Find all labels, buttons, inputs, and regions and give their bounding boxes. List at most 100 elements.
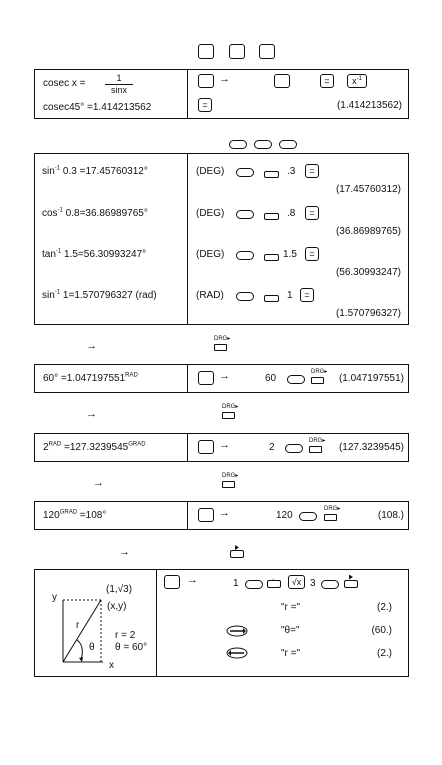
pill-key — [236, 292, 254, 301]
arrow-icon: → — [86, 408, 97, 420]
arrow-icon: → — [219, 73, 230, 85]
exchange-right-key-icon — [226, 625, 248, 637]
r-prompt: "r =" — [281, 602, 301, 613]
inv-sup: -1 — [55, 248, 62, 255]
inverse-trig-box — [34, 153, 409, 325]
key-blank — [198, 508, 214, 522]
pill-key-3 — [279, 140, 297, 149]
arrow-icon: → — [219, 507, 230, 519]
svg-text:,: , — [272, 574, 274, 582]
drg-key-icon: DRG▸ — [222, 473, 239, 488]
key-blank — [198, 74, 214, 88]
pill-key-1 — [229, 140, 247, 149]
r-label: r — [76, 620, 80, 631]
polar-key-icon — [230, 544, 245, 558]
equals-key: = — [320, 74, 334, 88]
inv-formula: 1=1.570796327 (rad) — [60, 290, 157, 301]
result-value: (36.86989765) — [335, 226, 401, 237]
drg-label: DRG▸ — [214, 336, 231, 342]
arrow-icon: → — [93, 477, 104, 489]
pill-key — [287, 375, 305, 384]
drg-label: DRG▸ — [222, 473, 239, 479]
theta-result: (60.) — [371, 625, 392, 636]
seq-1: 1 — [233, 578, 239, 589]
conv1-lhs: 60° =1.047197551 — [43, 373, 126, 384]
rect-key — [264, 254, 279, 261]
inv-formula: 1.5=56.30993247° — [61, 249, 147, 260]
conv2-input: 2 — [269, 442, 275, 453]
reciprocal-x: x — [352, 76, 357, 86]
equals-key: = — [300, 288, 314, 302]
axis-y-label: y — [52, 592, 57, 603]
conv1-result: (1.047197551) — [338, 373, 404, 384]
key-blank — [198, 371, 214, 385]
point-label-2: (x,y) — [107, 601, 127, 612]
inv-func: tan — [42, 249, 56, 260]
drg-label: DRG▸ — [309, 438, 326, 444]
result-value: (1.570796327) — [335, 308, 401, 319]
input-value: 1.5 — [283, 249, 297, 260]
pill-key — [236, 210, 254, 219]
conv3-lhs-b: =108° — [77, 510, 107, 521]
inv-sup: -1 — [54, 165, 61, 172]
pill-key-2 — [254, 140, 272, 149]
arrow-icon: → — [219, 439, 230, 451]
seq-2: 3 — [310, 578, 316, 589]
key-blank — [164, 575, 180, 589]
key-blank-3 — [259, 44, 275, 59]
conversion-box-1: 60° =1.047197551RAD → 60 DRG▸ (1.0471975… — [34, 364, 409, 393]
theta-value: θ = 60° — [115, 642, 148, 653]
cosec-fraction: 1 sinx — [105, 73, 133, 96]
pill-key — [285, 444, 303, 453]
polar-key-icon — [344, 574, 359, 588]
polar-box: y x r θ (1,√3) (x,y) r = 2 θ = 60° → 1 ,… — [34, 569, 409, 677]
conv1-input: 60 — [265, 373, 277, 384]
pill-key — [321, 580, 339, 589]
drg-key-icon: DRG▸ — [324, 506, 341, 521]
reciprocal-sup: -1 — [356, 76, 362, 82]
conv3-sup: GRAD — [59, 509, 78, 516]
polar-diagram — [62, 599, 103, 663]
equals-key: = — [305, 206, 319, 220]
key-blank-1 — [198, 44, 214, 59]
fraction-denominator: sinx — [110, 85, 127, 95]
result-value: (56.30993247) — [335, 267, 401, 278]
drg-label: DRG▸ — [324, 506, 341, 512]
drg-key-icon: DRG▸ — [309, 438, 326, 453]
reciprocal-key: x-1 — [347, 74, 367, 88]
drg-key-icon: DRG▸ — [222, 404, 238, 419]
cosec-lhs: cosec x = — [43, 78, 86, 89]
input-value: 1 — [287, 290, 293, 301]
r-result-2: (2.) — [377, 648, 392, 659]
cosec-example-box: cosec x = 1 sinx cosec45° =1.414213562 →… — [34, 69, 409, 119]
theta-prompt: "θ=" — [281, 625, 300, 636]
sqrt-key: √x — [288, 575, 305, 589]
conv1-sup: RAD — [125, 372, 138, 379]
arrow-icon: → — [86, 340, 97, 352]
pill-key — [236, 168, 254, 177]
input-value: .8 — [287, 208, 296, 219]
equals-key: = — [305, 247, 319, 261]
axis-x-label: x — [109, 660, 114, 671]
inv-formula: 0.8=36.86989765° — [62, 208, 148, 219]
inv-func: sin — [42, 290, 55, 301]
rect-key — [264, 171, 279, 178]
key-blank — [198, 440, 214, 454]
rect-key — [264, 295, 279, 302]
drg-label: DRG▸ — [311, 369, 328, 375]
inv-sup: -1 — [57, 207, 63, 214]
inv-formula: 0.3 =17.45760312° — [60, 166, 148, 177]
inv-func: sin — [42, 166, 55, 177]
inv-func: cos — [42, 208, 58, 219]
drg-key-icon: DRG▸ — [311, 369, 328, 384]
mode-label: (DEG) — [196, 166, 225, 177]
drg-key-icon: DRG▸ — [214, 336, 231, 351]
mode-label: (RAD) — [196, 290, 224, 301]
arrow-icon: → — [119, 546, 130, 558]
equals-key: = — [198, 98, 212, 112]
result-value: (17.45760312) — [335, 184, 401, 195]
rect-key — [264, 213, 279, 220]
equals-key: = — [305, 164, 319, 178]
conv2-lhs-a: 2 — [43, 442, 49, 453]
mode-label: (DEG) — [196, 208, 225, 219]
